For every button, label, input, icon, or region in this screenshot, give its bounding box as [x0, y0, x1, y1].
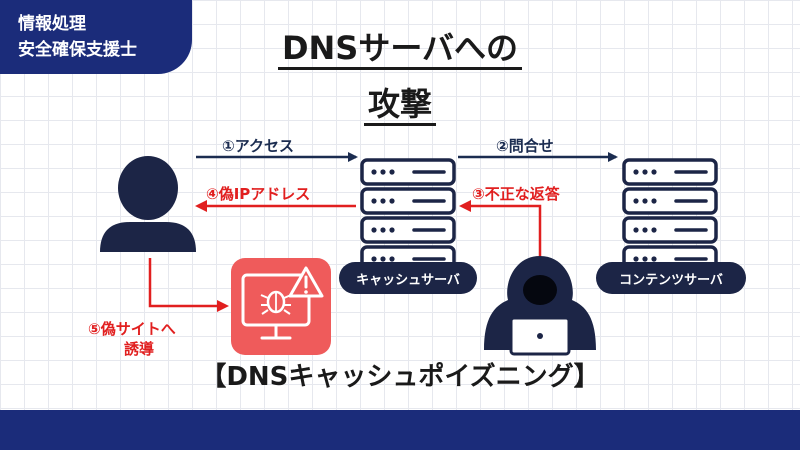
- label-step-5-line-2: 誘導: [124, 340, 155, 358]
- hacker-icon: [484, 256, 596, 356]
- diagram-caption: 【DNSキャッシュポイズニング】: [200, 362, 600, 392]
- bug-icon: [260, 290, 292, 315]
- badge-line-1: 情報処理: [18, 14, 86, 34]
- user-icon: [100, 156, 196, 252]
- label-step-4: ④偽IPアドレス: [206, 185, 311, 203]
- arrow-fake-reply: [459, 200, 542, 258]
- content-server-label: コンテンツサーバ: [596, 262, 746, 294]
- cache-server-label: キャッシュサーバ: [339, 262, 477, 294]
- content-server-icon: [622, 158, 718, 273]
- label-step-3: ③不正な返答: [472, 185, 560, 203]
- label-step-1: ①アクセス: [222, 137, 294, 155]
- cache-server-icon: [360, 158, 456, 273]
- arrow-redirect: [148, 258, 229, 312]
- page-title-line-2: 攻撃: [0, 84, 800, 126]
- category-badge: 情報処理 安全確保支援士: [0, 0, 192, 74]
- page-title-line-1: DNSサーバへの: [0, 28, 800, 70]
- footer-bar: [0, 410, 800, 450]
- badge-line-2: 安全確保支援士: [18, 40, 137, 60]
- warning-icon: [288, 266, 324, 298]
- label-step-2: ②問合せ: [496, 137, 554, 155]
- label-step-5-line-1: ⑤偽サイトへ: [88, 320, 176, 338]
- malware-monitor-icon: [231, 258, 331, 355]
